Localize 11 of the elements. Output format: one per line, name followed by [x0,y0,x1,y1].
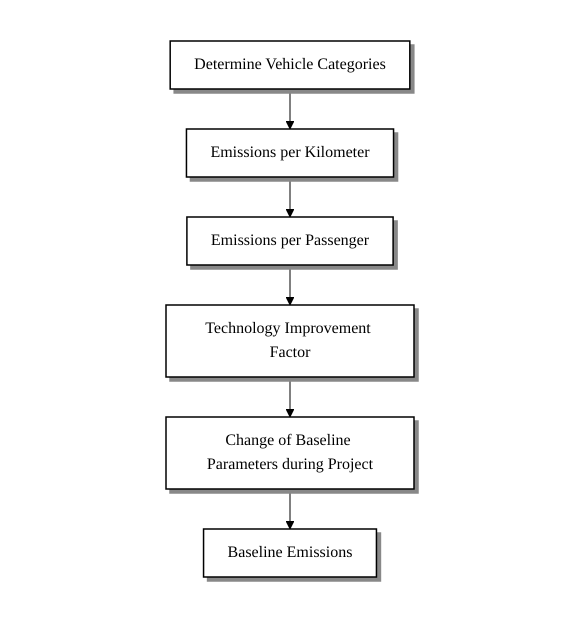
node-box: Determine Vehicle Categories [168,40,410,90]
arrow [285,488,294,529]
node-box: Emissions per Passenger [186,216,394,266]
arrow [285,88,294,129]
arrow [285,264,294,305]
node-box: Baseline Emissions [202,528,377,578]
arrow [285,176,294,217]
arrow [285,376,294,417]
node-box: Change of Baseline Parameters during Project [164,416,414,490]
node-box: Emissions per Kilometer [185,128,394,178]
node-box: Technology Improvement Factor [164,304,414,378]
